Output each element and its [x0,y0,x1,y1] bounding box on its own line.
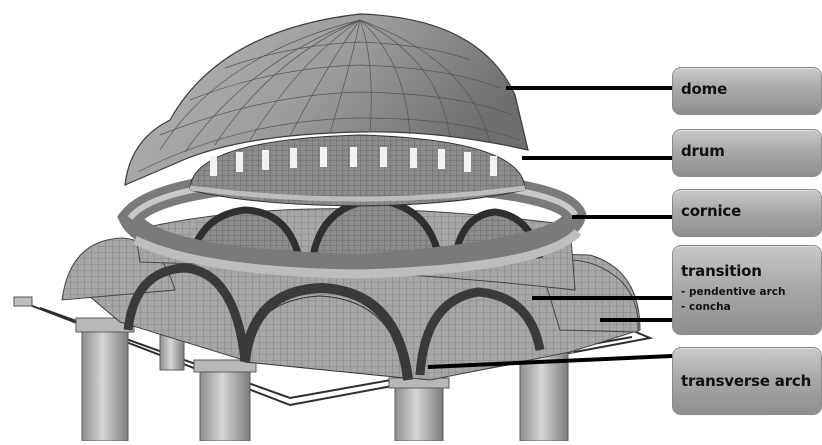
label-box-transition: transition - pendentive arch - concha [672,245,822,335]
label-cornice: cornice [681,202,741,220]
label-drum: drum [681,142,725,160]
label-box-dome: dome [672,67,822,115]
label-dome: dome [681,80,727,98]
drum [190,135,525,206]
label-concha: - concha [681,301,731,313]
label-box-cornice: cornice [672,189,822,237]
label-box-transverse-arch: transverse arch [672,347,822,415]
label-transverse-arch: transverse arch [681,372,811,390]
label-pendentive-arch: - pendentive arch [681,286,785,298]
label-box-drum: drum [672,129,822,177]
label-transition: transition [681,262,762,280]
